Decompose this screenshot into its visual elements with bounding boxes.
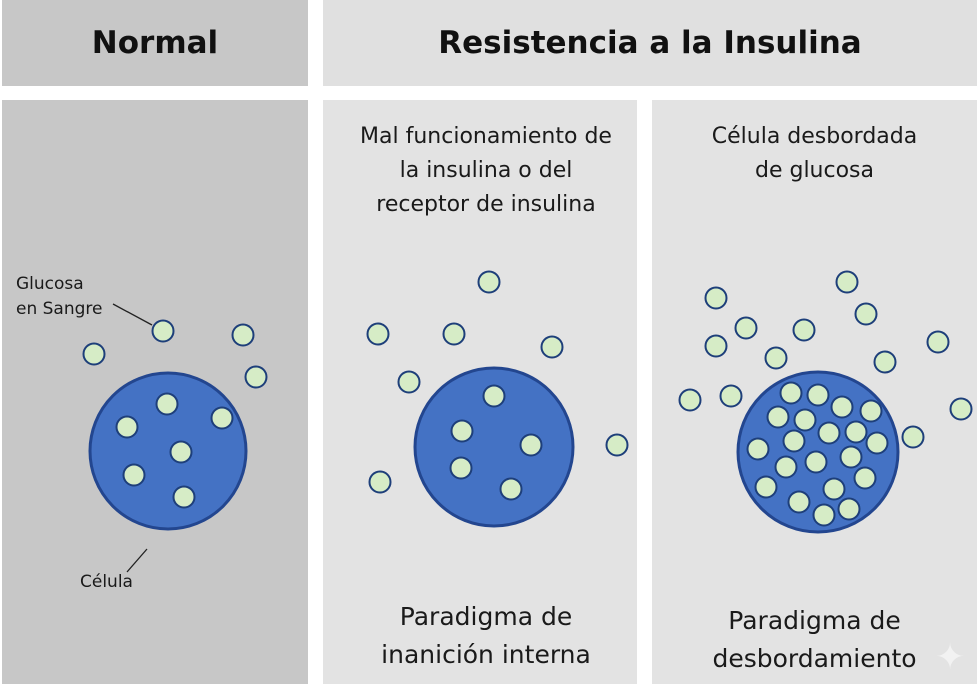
cell-label: Célula bbox=[80, 572, 133, 592]
glucose-overflow bbox=[873, 350, 897, 374]
header-normal: Normal bbox=[2, 0, 308, 86]
glucose-overflow bbox=[754, 475, 778, 499]
glucose-overflow bbox=[853, 466, 877, 490]
glucose-malfunction bbox=[605, 433, 629, 457]
glucose-malfunction bbox=[540, 335, 564, 359]
glucose-normal bbox=[151, 319, 175, 343]
glucose-overflow bbox=[817, 421, 841, 445]
glucose-overflow bbox=[822, 477, 846, 501]
glucose-overflow bbox=[830, 395, 854, 419]
glucose-overflow bbox=[704, 334, 728, 358]
glucose-overflow bbox=[793, 408, 817, 432]
glucose-malfunction bbox=[499, 477, 523, 501]
glucose-overflow bbox=[844, 420, 868, 444]
header-normal-title: Normal bbox=[91, 25, 219, 61]
glucose-overflow bbox=[779, 381, 803, 405]
glucose-normal bbox=[122, 463, 146, 487]
glucose-overflow bbox=[734, 316, 758, 340]
glucose-malfunction bbox=[450, 419, 474, 443]
header-insulin-resistance-title: Resistencia a la Insulina bbox=[438, 25, 862, 61]
sparkle-icon: ✦ bbox=[935, 637, 966, 678]
glucose-overflow bbox=[812, 503, 836, 527]
glucose-normal bbox=[82, 342, 106, 366]
cell-normal bbox=[88, 371, 248, 531]
glucose-overflow bbox=[766, 405, 790, 429]
glucose-normal bbox=[155, 392, 179, 416]
cell-malfunction bbox=[413, 366, 575, 528]
glucose-overflow bbox=[806, 383, 830, 407]
glucose-overflow bbox=[678, 388, 702, 412]
glucose-malfunction bbox=[397, 370, 421, 394]
glucose-normal bbox=[172, 485, 196, 509]
glucose-malfunction bbox=[442, 322, 466, 346]
glucose-overflow bbox=[792, 318, 816, 342]
glucose-overflow bbox=[835, 270, 859, 294]
glucose-overflow bbox=[782, 429, 806, 453]
caption-malfunction: Mal funcionamiento de la insulina o del … bbox=[360, 124, 612, 217]
caption-overflow: Célula desbordada de glucosa bbox=[711, 124, 918, 183]
glucose-pointer-line bbox=[112, 303, 153, 326]
glucose-overflow bbox=[949, 397, 973, 421]
glucose-overflow bbox=[804, 450, 828, 474]
glucose-overflow bbox=[764, 346, 788, 370]
glucose-overflow bbox=[854, 302, 878, 326]
footer-overflow: Paradigma de desbordamiento bbox=[712, 606, 917, 673]
header-insulin-resistance: Resistencia a la Insulina bbox=[323, 0, 977, 86]
glucose-overflow bbox=[704, 286, 728, 310]
glucose-overflow bbox=[774, 455, 798, 479]
glucose-overflow bbox=[719, 384, 743, 408]
glucose-overflow bbox=[837, 497, 861, 521]
cell-pointer-line bbox=[126, 548, 148, 573]
glucose-overflow bbox=[787, 490, 811, 514]
glucose-malfunction bbox=[449, 456, 473, 480]
glucose-malfunction bbox=[519, 433, 543, 457]
glucose-malfunction bbox=[482, 384, 506, 408]
glucose-overflow bbox=[901, 425, 925, 449]
glucose-normal bbox=[244, 365, 268, 389]
glucose-malfunction bbox=[368, 470, 392, 494]
glucose-overflow bbox=[839, 445, 863, 469]
glucose-overflow bbox=[746, 437, 770, 461]
glucose-normal bbox=[169, 440, 193, 464]
glucose-label: Glucosa en Sangre bbox=[16, 274, 103, 319]
glucose-overflow bbox=[859, 399, 883, 423]
glucose-overflow bbox=[926, 330, 950, 354]
glucose-normal bbox=[115, 415, 139, 439]
glucose-malfunction bbox=[366, 322, 390, 346]
glucose-normal bbox=[231, 323, 255, 347]
footer-malfunction: Paradigma de inanición interna bbox=[381, 602, 591, 669]
glucose-molecules bbox=[82, 270, 973, 527]
glucose-overflow bbox=[865, 431, 889, 455]
glucose-malfunction bbox=[477, 270, 501, 294]
glucose-normal bbox=[210, 406, 234, 430]
